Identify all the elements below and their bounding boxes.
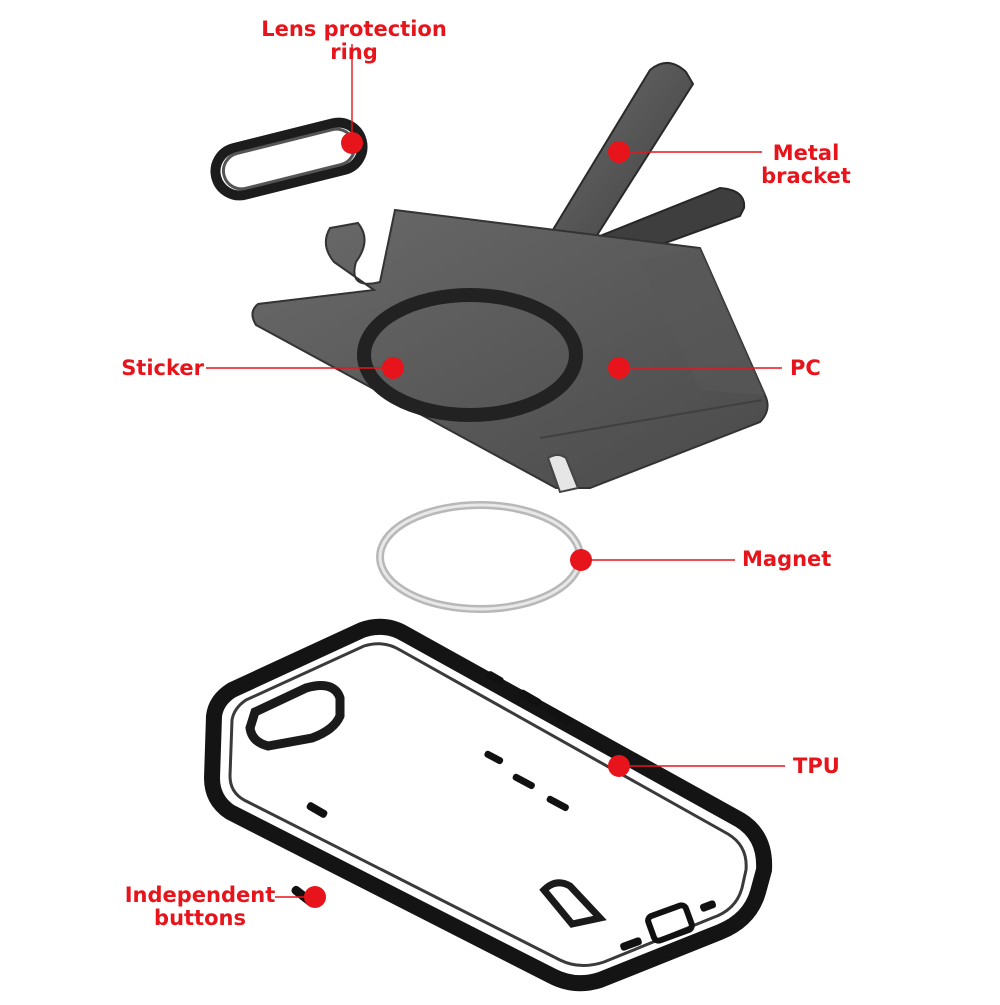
loose-buttons-part (291, 750, 569, 907)
callout-dots (304, 132, 630, 908)
lens-protection-ring-part (210, 117, 368, 201)
pc-back-plate-part (251, 208, 769, 494)
label-lens-protection-ring: Lens protection ring (261, 17, 447, 64)
label-pc: PC (790, 356, 821, 380)
label-magnet: Magnet (742, 547, 832, 571)
label-metal-bracket: Metal bracket (761, 141, 851, 188)
tpu-frame-part (204, 618, 773, 992)
label-independent-buttons: Independent buttons (124, 883, 276, 930)
leader-lines (206, 44, 785, 898)
label-sticker: Sticker (121, 356, 204, 380)
label-tpu: TPU (793, 754, 840, 778)
magnet-part (376, 501, 584, 613)
